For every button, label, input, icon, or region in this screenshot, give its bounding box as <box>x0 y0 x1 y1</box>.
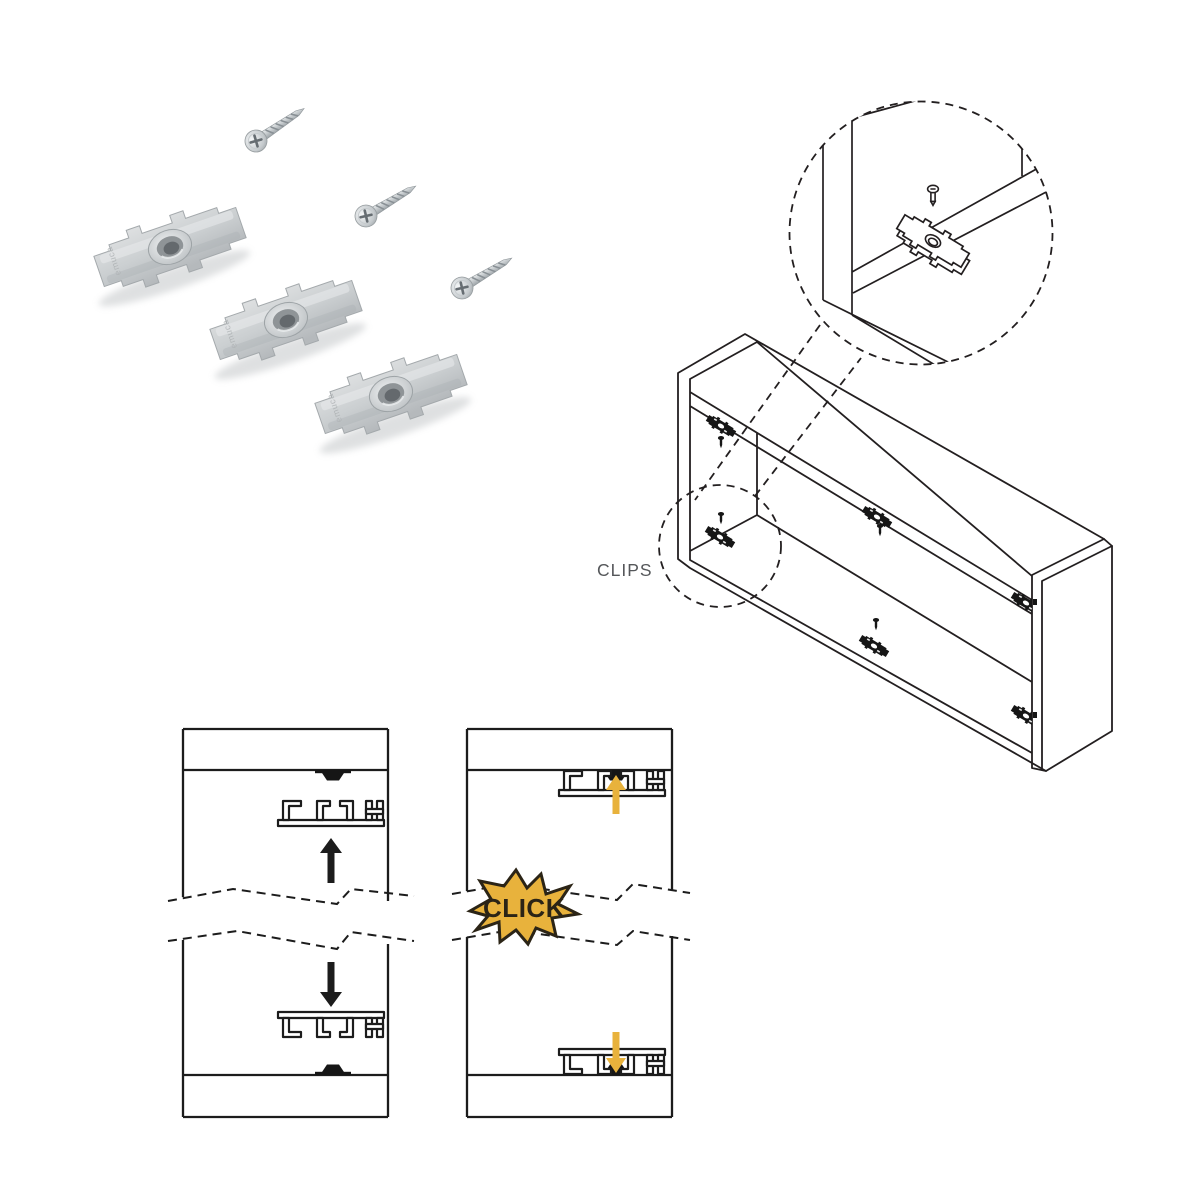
parts-photo: emuca emuca emuca <box>79 98 519 461</box>
cabinet-drawing <box>677 333 1113 772</box>
leader-line <box>754 357 862 497</box>
click-burst: CLICK <box>466 867 583 947</box>
mounting-clip-photo-1: emuca <box>79 194 255 314</box>
magnified-screw-drawing <box>926 184 940 207</box>
cabinet-interior-lines <box>689 341 1113 772</box>
break-line <box>451 928 691 947</box>
arrow-down-black <box>320 962 342 1007</box>
panel-step-1 <box>167 727 415 1119</box>
break-line <box>167 929 415 951</box>
arrow-up-yellow <box>606 775 626 814</box>
arrow-up-black <box>320 838 342 883</box>
panel-border <box>181 727 390 1119</box>
panel-step-2: CLICK <box>451 727 691 1119</box>
magnifier-detail-circle <box>788 100 1054 366</box>
mounting-clip-photo-2: emuca <box>195 267 371 387</box>
click-burst-shape <box>466 867 583 947</box>
leader-line <box>694 324 821 501</box>
arrow-down-yellow <box>606 1032 626 1073</box>
magnified-clip-drawing <box>892 207 975 282</box>
mounting-clip-photo-3: emuca <box>300 341 476 461</box>
click-label: CLICK <box>483 893 565 923</box>
cabinet-screw-mark <box>1033 599 1037 605</box>
break-line <box>167 887 415 906</box>
clips-label: CLIPS <box>597 560 653 580</box>
clips-detail-circle <box>658 484 782 608</box>
cabinet-screw-mark <box>1033 712 1037 718</box>
